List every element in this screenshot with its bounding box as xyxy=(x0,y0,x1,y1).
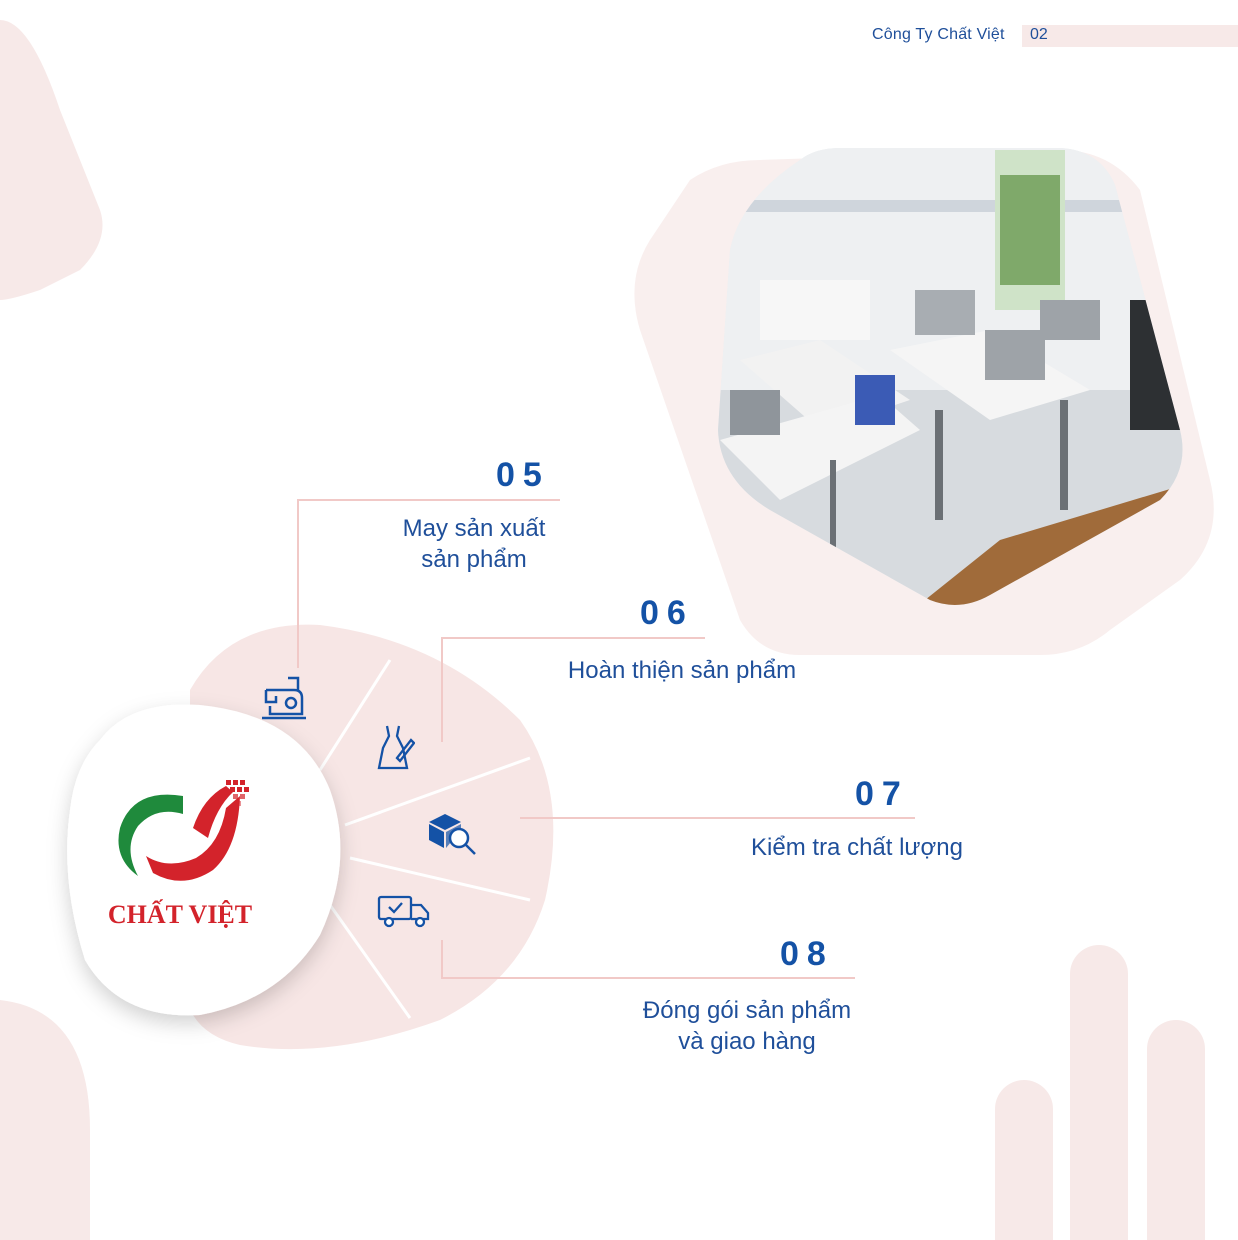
dress-pencil-icon xyxy=(377,725,415,770)
step-06-label: Hoàn thiện sản phẩm xyxy=(540,655,824,686)
pillar-3-decor xyxy=(1147,1020,1205,1240)
step-07-line-1: Kiểm tra chất lượng xyxy=(751,834,963,861)
step-08-number: 08 xyxy=(780,935,834,973)
step-07-label: Kiểm tra chất lượng xyxy=(726,832,988,863)
header-page-number: 02 xyxy=(1030,26,1048,43)
step-08-line-2: và giao hàng xyxy=(678,1028,816,1055)
pillar-1-decor xyxy=(995,1080,1053,1240)
delivery-truck-icon xyxy=(377,895,430,928)
bottom-left-decor xyxy=(0,1000,90,1240)
top-left-decor xyxy=(0,20,103,300)
step-08-line-1: Đóng gói sản phẩm xyxy=(642,997,852,1024)
connector-lines xyxy=(297,499,915,979)
brand-name: CHẤT VIỆT xyxy=(107,900,253,929)
step-07-number: 07 xyxy=(855,775,909,813)
step-06-line-1: Hoàn thiện sản phẩm xyxy=(567,657,797,684)
step-08-label: Đóng gói sản phẩm và giao hàng xyxy=(612,995,882,1057)
pillar-2-decor xyxy=(1070,945,1128,1240)
sewing-machine-icon xyxy=(262,676,306,720)
chat-viet-logo-icon xyxy=(118,780,249,881)
step-06-number: 06 xyxy=(640,594,694,632)
step-05-line-2: sản phẩm xyxy=(421,546,527,573)
box-magnifier-icon xyxy=(429,814,476,855)
header-bar xyxy=(1022,25,1238,47)
header-company-name: Công Ty Chất Việt xyxy=(872,26,1005,43)
step-05-line-1: May sản xuất xyxy=(402,515,546,542)
step-05-label: May sản xuất sản phẩm xyxy=(374,513,574,575)
step-05-number: 05 xyxy=(496,456,550,494)
